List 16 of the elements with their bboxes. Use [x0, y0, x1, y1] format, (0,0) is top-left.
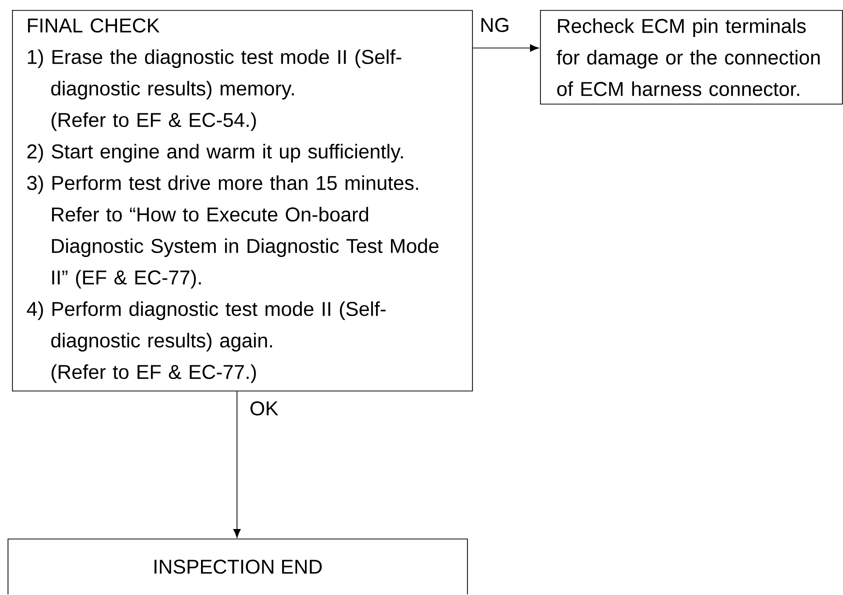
- note-text: Refer to “How to Execute On-board Diagnostic System in Diagnostic Test Mode II” (EF & EC-77).: [52, 206, 438, 288]
- box-heading: FINAL CHECK: [28, 18, 160, 33]
- note-text: (Refer to EF & EC-77.): [52, 364, 256, 383]
- edge-label: OK: [248, 399, 280, 418]
- process-box: [12, 10, 473, 392]
- edge-label: NG: [478, 16, 512, 34]
- end-box: INSPECTION END: [8, 538, 468, 595]
- box-text: Recheck ECM pin terminals for damage or the connection of ECM harness connector.: [556, 18, 820, 96]
- arrow: [472, 44, 539, 52]
- step-text: 1) Erase the diagnostic test mode II (Self-diagnostic results) memory.: [28, 49, 402, 100]
- step-text: 2) Start engine and warm it up sufficiently.: [27, 144, 403, 163]
- step-text: 3) Perform test drive more than 15 minutes.: [27, 175, 418, 194]
- process-box: [540, 10, 843, 104]
- arrow: [233, 391, 241, 538]
- step-text: 4) Perform diagnostic test mode II (Self-diagnostic results) again.: [26, 301, 386, 352]
- note-text: (Refer to EF & EC-54.): [52, 112, 256, 131]
